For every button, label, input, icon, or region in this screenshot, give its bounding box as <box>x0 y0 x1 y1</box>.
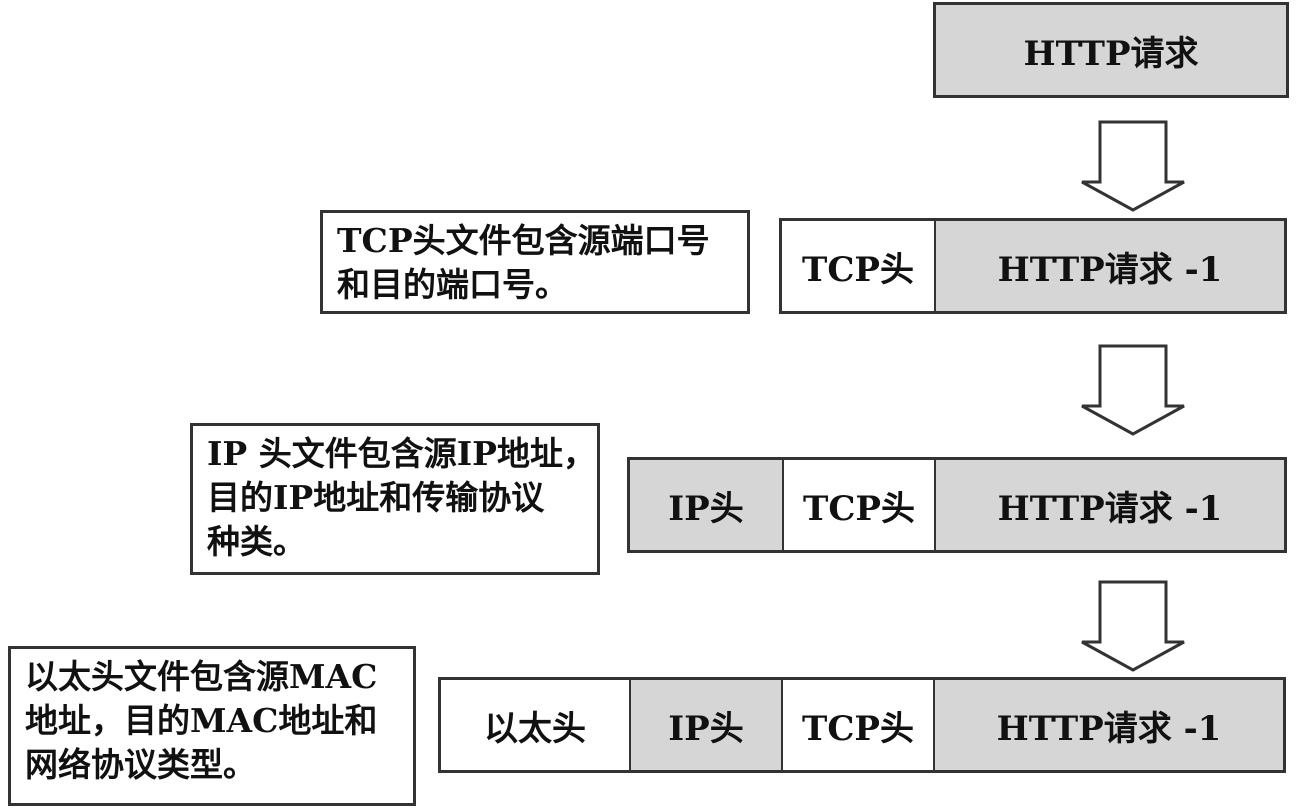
note-line: 地址，目的MAC地址和 <box>25 701 378 740</box>
packet-ethernet: 以太头 IP头 TCP头 HTTP请求 -1 <box>438 677 1286 773</box>
note-line: IP 头文件包含源IP地址， <box>207 434 596 473</box>
segment-ethernet-header: 以太头 <box>441 680 629 770</box>
down-arrow-icon <box>1081 344 1185 436</box>
segment-ip-header: IP头 <box>629 680 781 770</box>
segment-http-request: HTTP请求 -1 <box>934 460 1284 550</box>
note-line: TCP头文件包含源端口号 <box>337 221 710 260</box>
note-ethernet-header: 以太头文件包含源MAC 地址，目的MAC地址和 网络协议类型。 <box>8 646 416 806</box>
down-arrow-icon <box>1081 580 1185 672</box>
segment-ip-header: IP头 <box>630 460 782 550</box>
note-line: 目的IP地址和传输协议 <box>207 478 545 517</box>
packet-http: HTTP请求 <box>933 2 1289 98</box>
segment-http-request: HTTP请求 -1 <box>933 680 1283 770</box>
segment-http-request: HTTP请求 <box>936 5 1286 95</box>
note-line: 和目的端口号。 <box>337 265 568 304</box>
segment-http-request: HTTP请求 -1 <box>934 221 1284 311</box>
note-line: 种类。 <box>207 522 306 561</box>
down-arrow-icon <box>1081 120 1185 212</box>
packet-ip: IP头 TCP头 HTTP请求 -1 <box>627 457 1287 553</box>
note-line: 以太头文件包含源MAC <box>25 657 378 696</box>
note-line: 网络协议类型。 <box>25 745 256 784</box>
note-ip-header: IP 头文件包含源IP地址， 目的IP地址和传输协议 种类。 <box>190 423 600 575</box>
packet-tcp: TCP头 HTTP请求 -1 <box>779 218 1287 314</box>
segment-tcp-header: TCP头 <box>782 460 934 550</box>
note-tcp-header: TCP头文件包含源端口号 和目的端口号。 <box>320 210 750 314</box>
segment-tcp-header: TCP头 <box>781 680 933 770</box>
segment-tcp-header: TCP头 <box>782 221 934 311</box>
